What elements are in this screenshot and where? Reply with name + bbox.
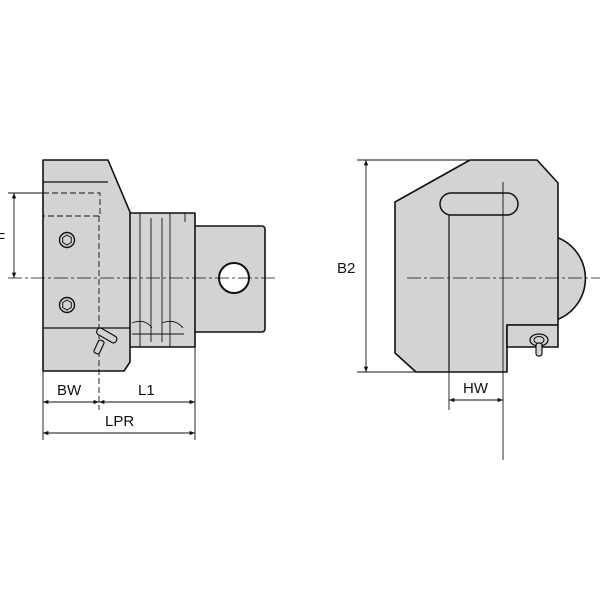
dim-b2-label: B2 — [337, 260, 355, 277]
dim-f-label: F — [0, 230, 5, 247]
slot — [439, 192, 519, 216]
dim-l1-label: L1 — [138, 382, 155, 399]
coolant-nozzle-icon — [529, 333, 549, 357]
dim-hw-label: HW — [463, 380, 489, 397]
dim-lpr-label: LPR — [105, 413, 134, 430]
screw-icon — [58, 231, 76, 249]
dim-bw-label: BW — [57, 382, 82, 399]
collar — [127, 212, 196, 348]
front-view: B2 HW — [337, 159, 600, 460]
shank-bulge — [555, 236, 587, 321]
side-view: F BW L1 LPR — [0, 159, 275, 440]
coolant-nozzle-icon — [93, 327, 118, 355]
screw-icon — [58, 296, 76, 314]
